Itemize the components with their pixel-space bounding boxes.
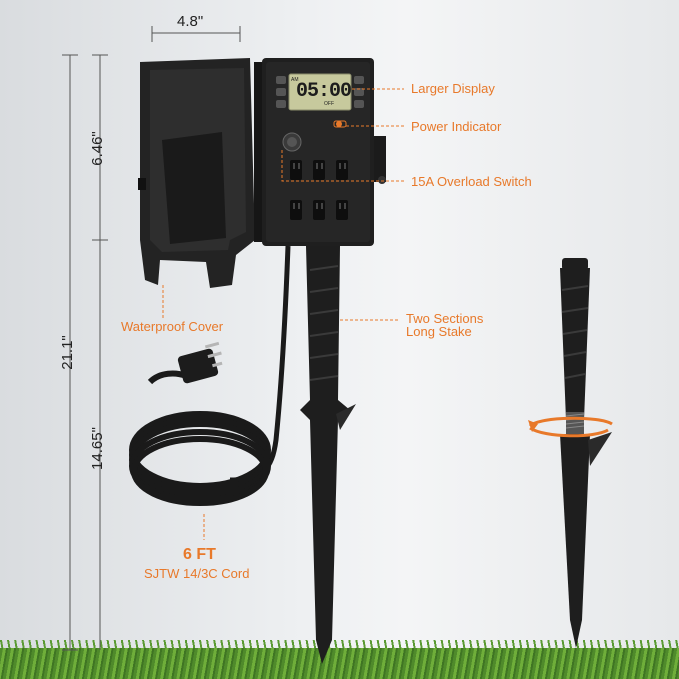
dimension-lines xyxy=(62,26,241,651)
width-dimension-label: 4.8" xyxy=(177,13,204,30)
lcd-mode: OFF xyxy=(324,101,334,107)
grass xyxy=(0,648,679,679)
stake-height-label: 14.65" xyxy=(88,427,106,470)
callout-power-indicator: Power Indicator xyxy=(411,119,502,134)
cord-length-label: 6 FT xyxy=(183,546,216,563)
plug-shape xyxy=(177,341,223,384)
callout-stake-line1: Two Sections xyxy=(406,311,484,326)
callout-stake-line2: Long Stake xyxy=(406,324,472,339)
coiled-cord xyxy=(129,411,271,506)
callout-lines xyxy=(162,88,404,540)
callout-cover: Waterproof Cover xyxy=(121,319,224,334)
waterproof-cover-shape xyxy=(138,58,255,288)
upper-height-label: 6.46" xyxy=(88,131,106,166)
total-height-label: 21.1" xyxy=(58,335,76,370)
lcd-ampm: AM xyxy=(291,77,299,83)
main-stake xyxy=(300,246,356,664)
callout-overload-switch: 15A Overload Switch xyxy=(411,174,532,189)
timer-body xyxy=(262,58,386,246)
cord-type-label: SJTW 14/3C Cord xyxy=(144,566,250,581)
callout-display: Larger Display xyxy=(411,81,495,96)
stake-disassembled xyxy=(528,258,613,648)
lcd-time: 05:00 xyxy=(296,80,352,103)
